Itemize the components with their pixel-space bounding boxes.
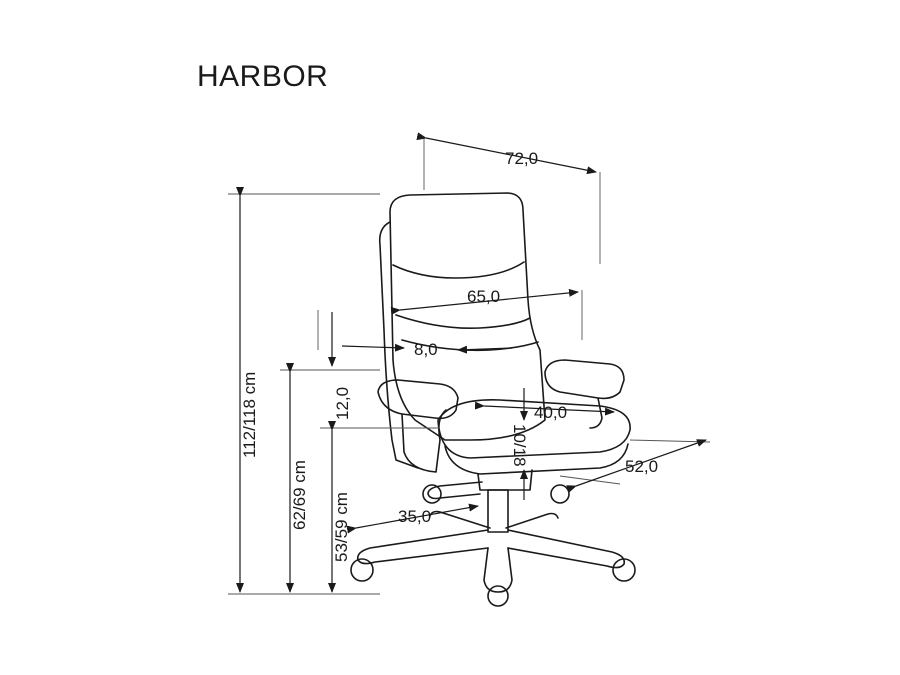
adjust-lever	[427, 481, 483, 500]
label-base-radius: 35,0	[398, 507, 431, 526]
gas-cylinder	[487, 489, 509, 533]
label-total-width: 72,0	[505, 149, 538, 168]
backrest-outline	[389, 192, 546, 441]
dimension-lines	[236, 132, 707, 593]
label-lumbar-depth: 8,0	[414, 340, 438, 359]
caster-back-right	[550, 484, 570, 504]
label-backrest-width: 65,0	[467, 287, 500, 306]
lumbar-seam-top	[395, 314, 531, 330]
base-leg-right	[507, 529, 626, 569]
dim-line-total-width	[416, 132, 597, 175]
label-seat-depth: 40,0	[534, 403, 567, 422]
chair-illustration	[350, 192, 636, 607]
caster-back-left	[422, 484, 442, 504]
left-armrest	[377, 379, 459, 420]
seat-cushion	[437, 399, 631, 459]
base-leg-back-left	[429, 510, 491, 529]
dim-line-total-depth	[566, 439, 707, 493]
lumbar-seam-bottom	[401, 339, 539, 352]
caster-left	[350, 558, 374, 582]
right-armrest	[544, 359, 625, 400]
caster-right	[612, 558, 636, 582]
label-total-depth: 52,0	[625, 457, 658, 476]
right-armrest-support	[589, 397, 603, 429]
product-title: HARBOR	[197, 60, 328, 93]
base-leg-left	[356, 529, 489, 565]
label-seat-height: 53/59 cm	[332, 492, 351, 562]
caster-front	[487, 585, 509, 607]
base-leg-back-right	[505, 512, 559, 529]
dim-line-lumbar-left	[341, 343, 405, 352]
headrest-seam	[392, 261, 525, 279]
seat-cushion-base	[444, 443, 629, 475]
dim-line-seat-depth	[474, 401, 615, 416]
backrest-side	[378, 221, 419, 469]
base-leg-front	[483, 547, 513, 593]
label-armrest-floor-height: 62/69 cm	[290, 460, 309, 530]
dim-line-backrest-width	[390, 288, 579, 315]
dimension-labels: 72,0 65,0 8,0 40,0 35,0 52,0 10/18 12,0 …	[240, 149, 658, 562]
label-armrest-height: 12,0	[333, 387, 352, 420]
label-total-height: 112/118 cm	[240, 372, 259, 458]
label-seat-adjust: 10/18	[510, 424, 529, 467]
dim-line-base-radius	[346, 503, 479, 534]
dim-line-lumbar-right	[457, 345, 513, 354]
